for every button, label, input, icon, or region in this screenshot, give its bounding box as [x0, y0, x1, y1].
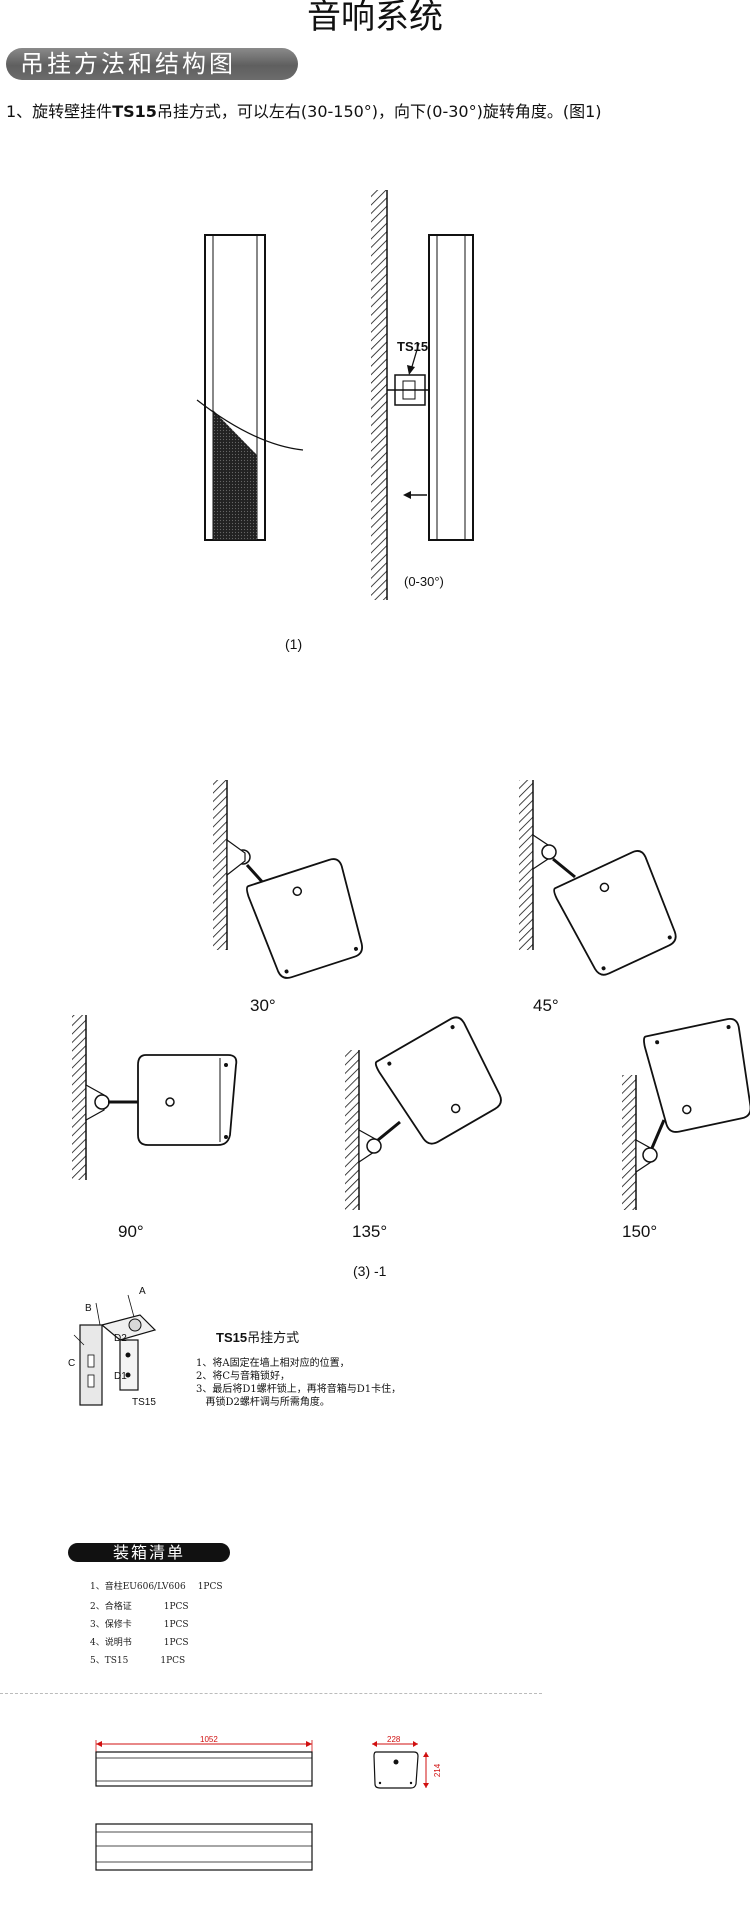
page-title: 音响系统 [307, 0, 443, 37]
packing-item-name: 4、说明书 [90, 1638, 132, 1648]
dimension-side-view [372, 1741, 429, 1789]
bracket-label-d1: D1 [114, 1371, 127, 1382]
ts15-title-model: TS15 [216, 1330, 248, 1345]
intro-model: TS15 [112, 102, 157, 121]
packing-item-qty: 1PCS [197, 1582, 223, 1592]
dimension-length-label: 1052 [200, 1735, 218, 1744]
ts15-step-1: 1、将A固定在墙上相对应的位置， [196, 1358, 350, 1369]
angle-45-label: 45° [533, 996, 559, 1015]
angle-135-illustration [345, 1016, 502, 1210]
bracket-label-a: A [139, 1286, 146, 1297]
dimension-front-view [95, 1823, 313, 1871]
angle-135-label: 135° [352, 1222, 388, 1241]
figure-1-caption: (1) [285, 636, 303, 652]
packing-item-4: 4、说明书 1PCS [90, 1635, 189, 1648]
dimension-width-label: 228 [387, 1735, 401, 1744]
packing-item-3: 3、保修卡 1PCS [90, 1617, 189, 1630]
packing-item-name: 2、合格证 [90, 1602, 132, 1612]
angle-30-illustration [213, 780, 363, 979]
intro-body: 吊挂方式，可以左右(30-150°)，向下(0-30°)旋转角度。(图1) [156, 102, 602, 121]
ts15-step-3: 3、最后将D1螺杆锁上，再将音箱与D1卡住， [196, 1384, 402, 1395]
section-tab: 吊挂方法和结构图 [6, 48, 298, 80]
angle-150-illustration [622, 1017, 750, 1210]
angle-150-label: 150° [622, 1222, 658, 1241]
packing-item-qty: 1PCS [160, 1656, 186, 1666]
speaker-side-illustration [371, 190, 474, 600]
packing-list-title: 装箱清单 [68, 1543, 230, 1562]
packing-item-name: 1、音柱EU606/LV606 [90, 1582, 186, 1592]
packing-item-name: 3、保修卡 [90, 1620, 132, 1630]
dimension-height-label: 214 [433, 1763, 443, 1778]
section-divider [0, 1693, 542, 1694]
intro-prefix: 1、旋转壁挂件 [6, 102, 113, 121]
tilt-range-label: (0-30°) [404, 574, 444, 589]
angle-90-illustration [72, 1015, 238, 1180]
ts15-mount-title: TS15吊挂方式 [216, 1327, 299, 1346]
angle-90-label: 90° [118, 1222, 144, 1241]
packing-item-5: 5、TS15 1PCS [90, 1653, 185, 1666]
packing-item-name: 5、TS15 [90, 1656, 129, 1666]
ts15-step-2: 2、将C与音箱锁好， [196, 1371, 291, 1382]
speaker-front-illustration [196, 234, 304, 541]
bracket-label-c: C [68, 1358, 76, 1369]
ts15-callout: TS15 [397, 339, 429, 354]
packing-item-1: 1、音柱EU606/LV606 1PCS [90, 1579, 223, 1592]
packing-item-qty: 1PCS [163, 1602, 189, 1612]
dimension-top-view [95, 1740, 313, 1787]
bracket-label-d2: D2 [114, 1333, 127, 1344]
bracket-label-b: B [85, 1303, 92, 1314]
angle-30-label: 30° [250, 996, 276, 1015]
packing-item-qty: 1PCS [163, 1638, 189, 1648]
ts15-step-4: 再锁D2螺杆调与所需角度。 [196, 1397, 330, 1408]
ts15-bracket-illustration [73, 1294, 157, 1406]
intro-text: 1、旋转壁挂件TS15吊挂方式，可以左右(30-150°)，向下(0-30°)旋… [6, 101, 602, 123]
angle-45-illustration [519, 780, 677, 976]
ts15-title-text: 吊挂方式 [247, 1331, 300, 1346]
figure-3-caption: (3) -1 [353, 1263, 387, 1279]
packing-item-qty: 1PCS [163, 1620, 189, 1630]
bracket-label-model: TS15 [132, 1397, 156, 1408]
packing-item-2: 2、合格证 1PCS [90, 1599, 189, 1612]
